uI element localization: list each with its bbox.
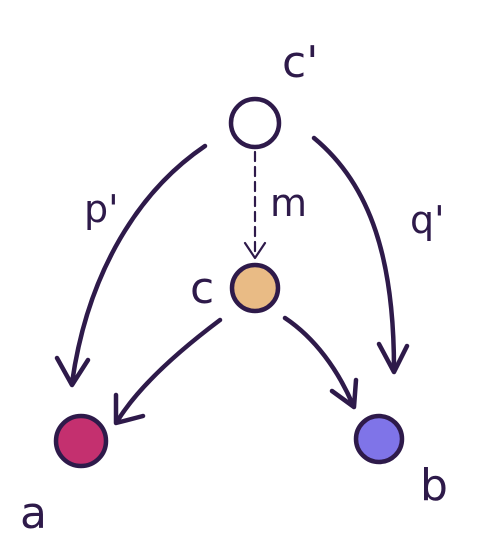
label-a: a xyxy=(20,488,47,539)
node-c xyxy=(229,262,281,314)
node-a xyxy=(53,413,109,469)
edge-q-prime xyxy=(311,135,410,375)
label-edge-p-prime: p' xyxy=(84,187,119,231)
label-c: c xyxy=(190,263,214,314)
arrowhead-c-to-b xyxy=(329,377,359,410)
edge-m xyxy=(243,150,267,260)
label-b: b xyxy=(420,460,448,511)
node-c-prime xyxy=(228,96,282,150)
label-edge-q-prime: q' xyxy=(410,198,445,242)
node-b xyxy=(353,413,405,465)
edge-p-prime xyxy=(54,143,208,388)
label-edge-m: m xyxy=(270,181,307,225)
edge-c-to-a xyxy=(113,317,223,426)
arrowhead-m xyxy=(243,241,267,260)
label-c-prime: c' xyxy=(282,37,318,88)
edge-c-to-b xyxy=(282,315,359,410)
arrowhead-q-prime xyxy=(376,341,410,375)
arrowhead-c-to-a xyxy=(113,392,146,426)
arrowhead-p-prime xyxy=(54,355,91,388)
